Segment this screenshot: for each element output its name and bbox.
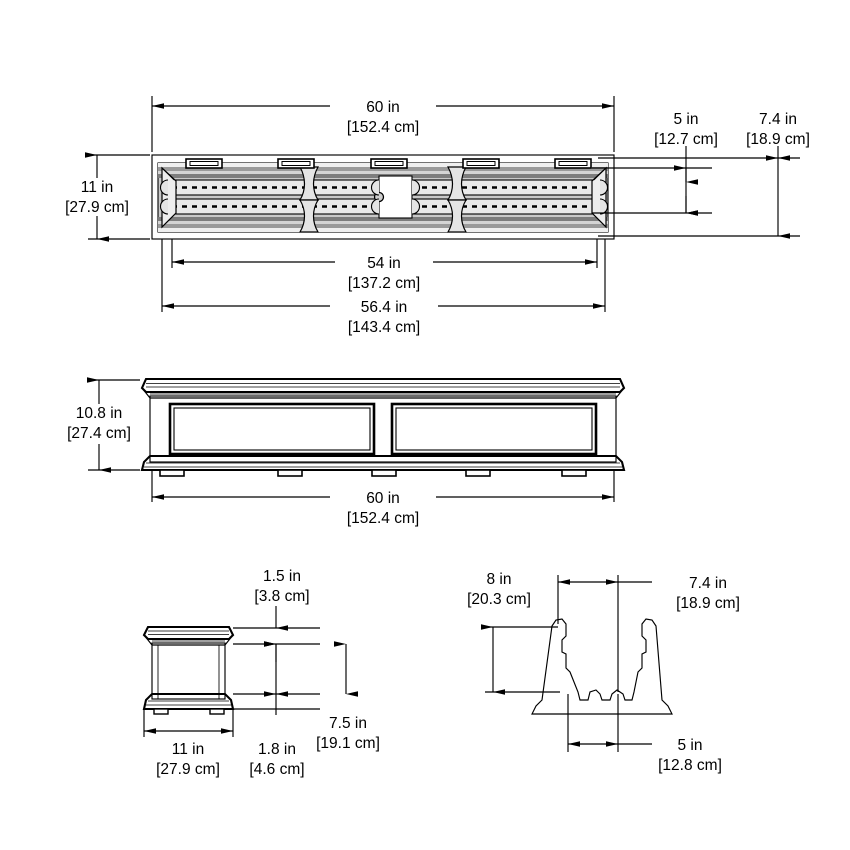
end-foot	[209, 708, 225, 715]
dim-label-sec-h-in: 8 in	[487, 571, 512, 588]
dim-end-body-span: 1.8 in [4.6 cm]	[233, 641, 320, 778]
top-view-tray	[157, 158, 609, 233]
dim-label-top-w2-in: 7.4 in	[759, 111, 797, 128]
dim-section-bottom-width: 5 in [12.8 cm]	[567, 694, 722, 774]
dim-label-end-body-cm: [19.1 cm]	[316, 735, 380, 752]
top-view-group: 60 in [152.4 cm] 11 in [27.9 cm] 54 in […	[65, 96, 810, 336]
dim-label-top-depth-cm: [27.9 cm]	[65, 199, 129, 216]
front-panel-left	[168, 402, 376, 456]
dim-section-height: 8 in [20.3 cm]	[467, 571, 560, 695]
dim-label-end-cap-in: 1.5 in	[263, 568, 301, 585]
dim-label-end-width-in: 11 in	[172, 741, 204, 758]
end-body	[151, 642, 226, 700]
tray-rib	[446, 166, 468, 233]
front-base-moulding	[140, 454, 626, 472]
dim-front-height: 10.8 in [27.4 cm]	[67, 377, 140, 473]
rim-tab	[277, 158, 315, 169]
dim-label-sec-bot-in: 5 in	[678, 737, 703, 754]
tray-strip	[158, 221, 608, 224]
tray-strip	[158, 217, 608, 221]
dim-label-sec-h-cm: [20.3 cm]	[467, 591, 531, 608]
dim-end-width: 11 in [27.9 cm]	[143, 709, 234, 778]
front-base-profile	[140, 454, 626, 472]
dim-label-top-mount-in: 56.4 in	[361, 299, 408, 316]
tray-center-gap	[378, 175, 413, 219]
dim-label-top-w2-cm: [18.9 cm]	[746, 131, 810, 148]
tray-strip	[158, 167, 608, 171]
dim-label-end-base-cm: [4.6 cm]	[249, 761, 304, 778]
rim-tabs	[185, 158, 592, 169]
end-foot	[153, 708, 169, 715]
front-body	[149, 395, 617, 463]
dim-label-top-length-cm: [152.4 cm]	[347, 119, 419, 136]
dim-label-end-width-cm: [27.9 cm]	[156, 761, 220, 778]
dim-label-top-inner-in: 54 in	[367, 255, 401, 272]
dim-section-top-width: 7.4 in [18.9 cm]	[557, 575, 740, 692]
front-foot	[277, 469, 303, 477]
tray-ribs	[298, 166, 468, 233]
dim-label-top-w1-cm: [12.7 cm]	[654, 131, 718, 148]
front-foot	[561, 469, 587, 477]
dim-top-overall-length: 60 in [152.4 cm]	[151, 96, 615, 152]
dim-top-widths: 5 in [12.7 cm] 7.4 in [18.9 cm]	[592, 111, 810, 239]
tray-strip	[158, 228, 608, 232]
tray-rib	[298, 166, 320, 233]
dim-label-front-h-cm: [27.4 cm]	[67, 425, 131, 442]
front-feet	[159, 469, 587, 477]
front-view-group: 10.8 in [27.4 cm] 60 in [152.4 cm]	[67, 377, 626, 527]
dim-label-top-inner-cm: [137.2 cm]	[348, 275, 420, 292]
dim-label-top-w1-in: 5 in	[674, 111, 699, 128]
front-foot	[371, 469, 397, 477]
dim-label-end-cap-cm: [3.8 cm]	[254, 588, 309, 605]
front-foot	[159, 469, 185, 477]
dim-end-cap-height: 1.5 in [3.8 cm]	[233, 568, 320, 662]
dim-end-body-height: 7.5 in [19.1 cm]	[316, 641, 380, 752]
end-view-group: 1.5 in [3.8 cm] 1.8 in [4.6 cm] 7.5 in […	[142, 568, 380, 778]
rim-tab	[554, 158, 592, 169]
dim-label-top-depth-in: 11 in	[81, 179, 113, 196]
front-top-moulding	[140, 377, 626, 399]
section-view-group: 8 in [20.3 cm] 7.4 in [18.9 cm] 5 in [12…	[467, 571, 740, 774]
dim-top-depth: 11 in [27.9 cm]	[65, 152, 150, 242]
dim-label-top-mount-cm: [143.4 cm]	[348, 319, 420, 336]
dim-label-front-len-cm: [152.4 cm]	[347, 510, 419, 527]
dim-label-sec-top-cm: [18.9 cm]	[676, 595, 740, 612]
dim-front-length: 60 in [152.4 cm]	[151, 470, 615, 527]
rim-tab	[462, 158, 500, 169]
front-panels	[168, 402, 598, 456]
dim-label-end-body-in: 7.5 in	[329, 715, 367, 732]
dim-label-top-length-in: 60 in	[366, 99, 400, 116]
dim-top-inner-length: 54 in [137.2 cm]	[171, 239, 598, 292]
rim-tab	[370, 158, 408, 169]
front-panel-right	[390, 402, 598, 456]
dim-label-sec-top-in: 7.4 in	[689, 575, 727, 592]
front-foot	[465, 469, 491, 477]
end-top-moulding	[142, 625, 235, 646]
section-profile	[531, 618, 673, 715]
dim-label-front-h-in: 10.8 in	[76, 405, 123, 422]
tray-strip	[158, 171, 608, 174]
dim-top-mount-length: 56.4 in [143.4 cm]	[161, 239, 606, 336]
dim-label-sec-bot-cm: [12.8 cm]	[658, 757, 722, 774]
dim-label-front-len-in: 60 in	[366, 490, 400, 507]
tray-strip	[158, 224, 608, 228]
rim-tab	[185, 158, 223, 169]
dim-label-end-base-in: 1.8 in	[258, 741, 296, 758]
